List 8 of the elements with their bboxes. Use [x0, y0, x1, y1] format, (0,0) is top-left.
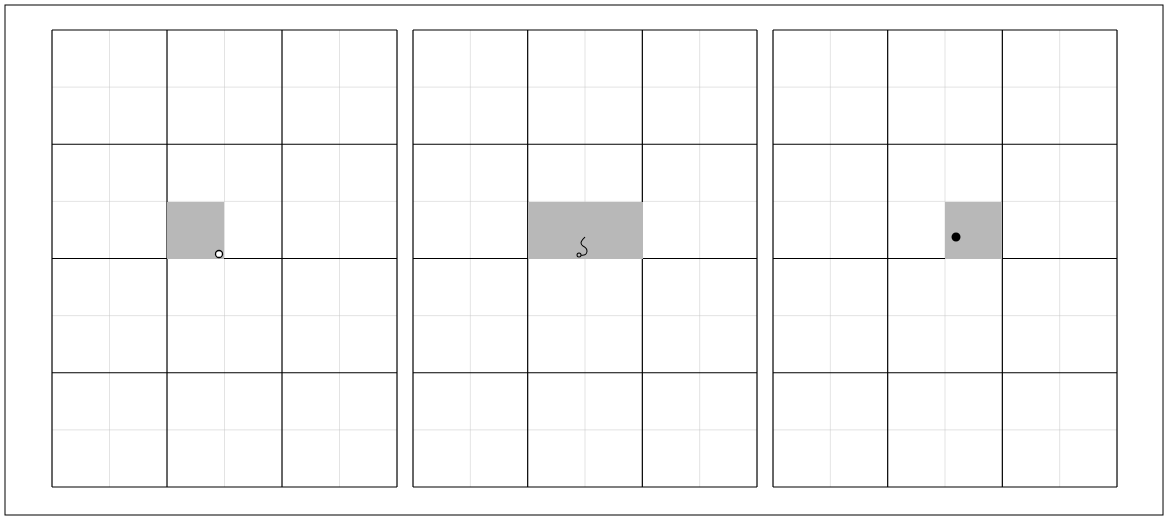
ring-marker — [214, 249, 224, 259]
grid-panel — [51, 29, 398, 488]
shaded-cell — [945, 202, 1002, 259]
grid-panel — [772, 29, 1118, 488]
grid-panel — [412, 29, 758, 488]
shaded-cell — [528, 202, 643, 259]
curve-marker — [576, 236, 588, 258]
shaded-cell — [167, 202, 224, 259]
